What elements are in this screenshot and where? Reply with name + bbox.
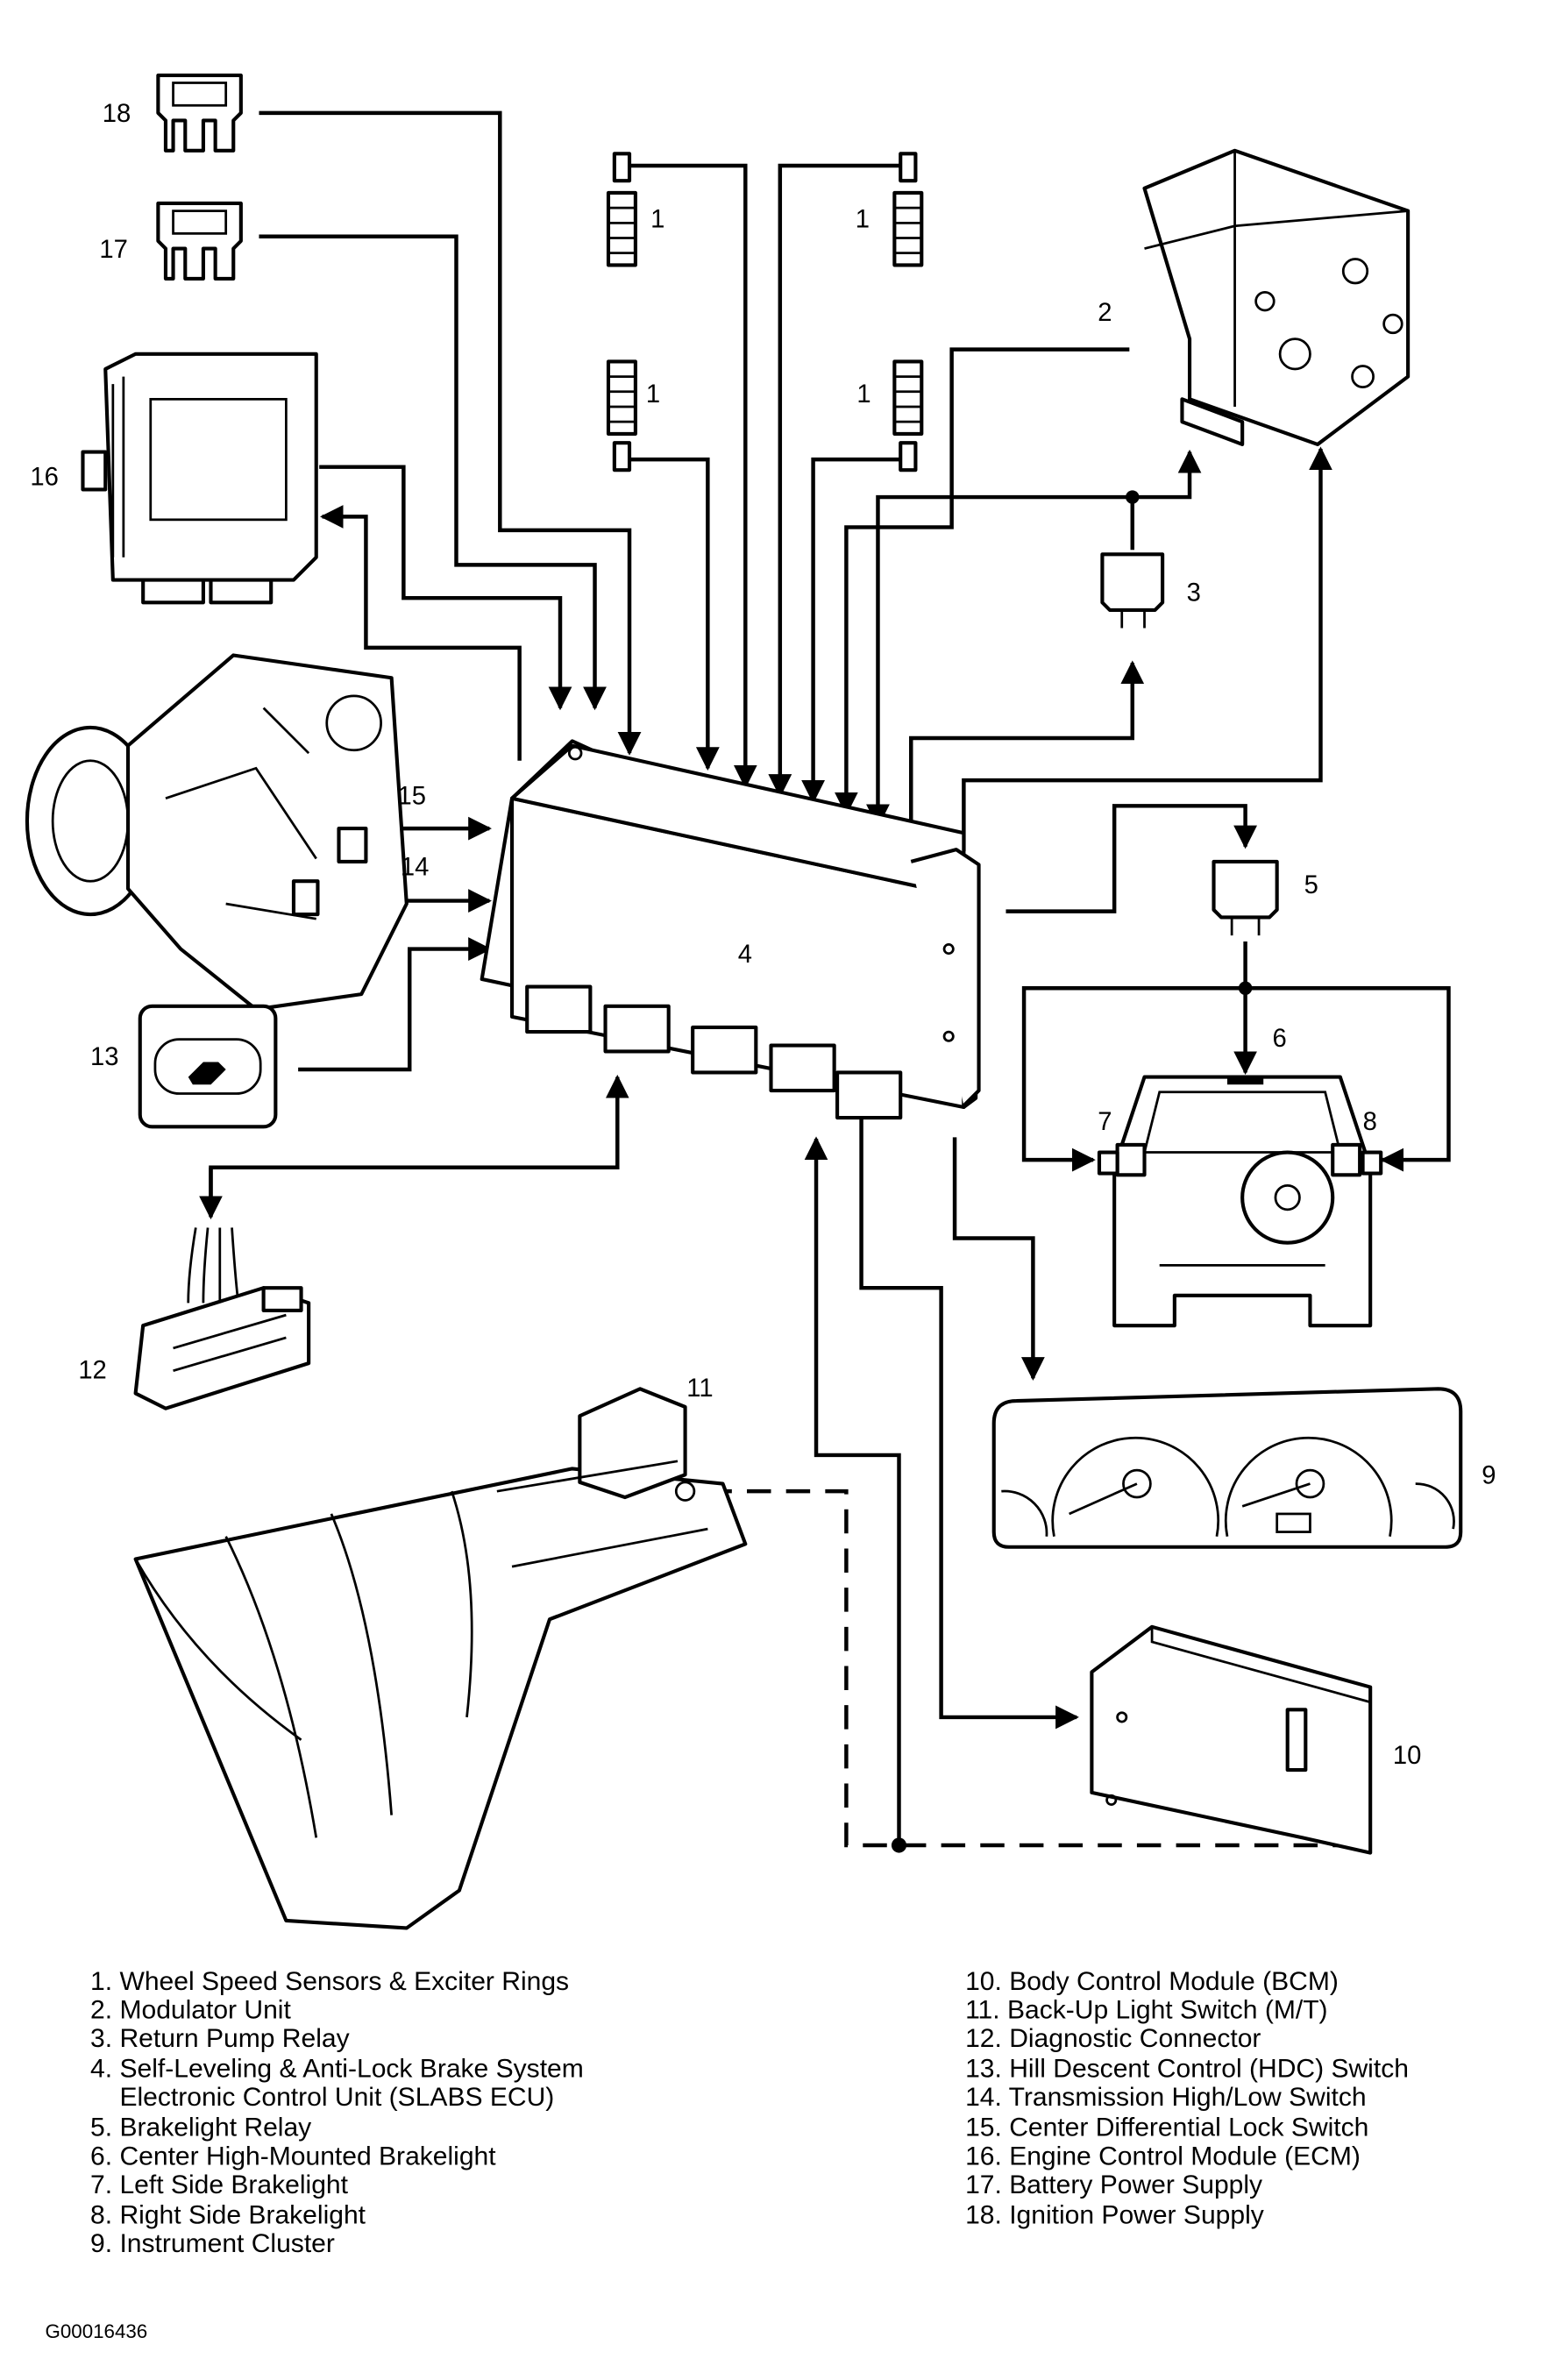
callout-7: 7 [1098, 1108, 1112, 1136]
gearbox-backup-switch-11 [133, 1387, 748, 1930]
legend-item: 8. Right Side Brakelight [90, 2200, 366, 2229]
battery-fuse-17 [156, 201, 243, 281]
modulator-unit-2 [1142, 148, 1411, 446]
callout-14: 14 [401, 853, 429, 881]
callout-17: 17 [99, 236, 127, 264]
wire-ecu-to-relay3 [909, 660, 1145, 821]
legend-item: 11. Back-Up Light Switch (M/T) [965, 1996, 1327, 2025]
instrument-cluster-9 [991, 1387, 1463, 1549]
wire-sensor-1d [801, 457, 904, 804]
legend-item: 17. Battery Power Supply [965, 2170, 1262, 2199]
wire-ignition-to-ecu [259, 110, 642, 756]
diagnostic-connector-12 [133, 1227, 311, 1410]
legend-item: 1. Wheel Speed Sensors & Exciter Rings [90, 1967, 569, 1996]
return-pump-relay-3 [1100, 552, 1165, 629]
legend-item: 9. Instrument Cluster [90, 2229, 335, 2258]
wire-hdc-to-ecu [298, 937, 492, 1072]
legend-item: 13. Hill Descent Control (HDC) Switch [965, 2055, 1409, 2084]
wire-relay5-to-left [1021, 986, 1246, 1172]
legend-right: 10. Body Control Module (BCM) 11. Back-U… [965, 1967, 1409, 2229]
callout-8: 8 [1363, 1108, 1377, 1136]
wheel-speed-sensors-1 [606, 152, 924, 472]
callout-5: 5 [1304, 871, 1318, 899]
legend-item: 18. Ignition Power Supply [965, 2200, 1264, 2229]
legend-item: 2. Modulator Unit [90, 1996, 291, 2025]
callout-9: 9 [1482, 1462, 1496, 1490]
legend-item: 15. Center Differential Lock Switch [965, 2114, 1368, 2142]
callout-3: 3 [1187, 579, 1201, 607]
brakelight-relay-5 [1212, 859, 1279, 936]
callout-12: 12 [78, 1356, 106, 1384]
callout-1b: 1 [856, 205, 870, 233]
hdc-switch-13 [138, 1004, 278, 1129]
callout-4: 4 [738, 941, 752, 969]
wire-ecu-to-modulator [962, 446, 1332, 851]
legend-item: 4. Self-Leveling & Anti-Lock Brake Syste… [90, 2055, 584, 2084]
callout-13: 13 [90, 1043, 118, 1071]
wire-ecu-to-bcm [859, 1118, 1079, 1730]
wire-backup-switch-dashed [707, 1488, 1355, 1848]
legend-item: 5. Brakelight Relay [90, 2114, 311, 2142]
callouts: 18 17 16 1 1 1 1 2 3 4 5 6 7 8 9 10 11 1… [30, 100, 1496, 1770]
legend-item: 12. Diagnostic Connector [965, 2024, 1261, 2053]
engine-control-module-16 [81, 352, 318, 605]
wire-ecu-to-cluster [952, 1137, 1045, 1381]
callout-1c: 1 [646, 380, 660, 409]
wire-battery-to-ecu [259, 234, 607, 711]
callout-1d: 1 [856, 380, 870, 409]
figure-code: G00016436 [46, 2320, 148, 2342]
wire-sensor-1c [629, 457, 720, 771]
wire-ecu-to-ecm [319, 504, 522, 761]
wire-backup-to-ecu [804, 1136, 901, 1845]
wire-ecm-to-ecu [319, 465, 572, 711]
callout-16: 16 [30, 463, 58, 491]
legend-item: 7. Left Side Brakelight [90, 2170, 349, 2199]
legend-left: 1. Wheel Speed Sensors & Exciter Rings 2… [90, 1967, 584, 2258]
body-control-module-10 [1090, 1624, 1373, 1855]
slabs-ecu-4 [480, 739, 981, 1120]
callout-6: 6 [1273, 1025, 1287, 1053]
wire-relay5-to-right [1245, 986, 1451, 1172]
wire-pump-relay-to-ecu [866, 494, 1133, 828]
wire-sensor-1b [768, 163, 904, 798]
wire-ecu-to-relay5 [1005, 804, 1257, 913]
legend-item: Electronic Control Unit (SLABS ECU) [90, 2083, 554, 2112]
legend-item: 16. Engine Control Module (ECM) [965, 2142, 1361, 2170]
callout-1a: 1 [650, 205, 664, 233]
callout-11: 11 [686, 1375, 713, 1403]
callout-18: 18 [103, 100, 131, 128]
wire-modulator-to-ecu [834, 347, 1130, 816]
wire-sensor-1a [629, 163, 757, 789]
legend-item: 6. Center High-Mounted Brakelight [90, 2142, 496, 2170]
legend-item: 3. Return Pump Relay [90, 2024, 350, 2053]
legend-item: 14. Transmission High/Low Switch [965, 2083, 1367, 2112]
legend-item: 10. Body Control Module (BCM) [965, 1967, 1339, 1996]
vehicle-rear-6-7-8 [1097, 1075, 1383, 1328]
wiring [199, 110, 1451, 1853]
callout-15: 15 [397, 783, 425, 811]
transfer-box-14-15 [25, 653, 409, 1012]
callout-2: 2 [1098, 299, 1112, 327]
callout-10: 10 [1393, 1742, 1421, 1770]
wire-relay3-to-modulator [1130, 449, 1202, 551]
ignition-fuse-18 [156, 73, 243, 153]
